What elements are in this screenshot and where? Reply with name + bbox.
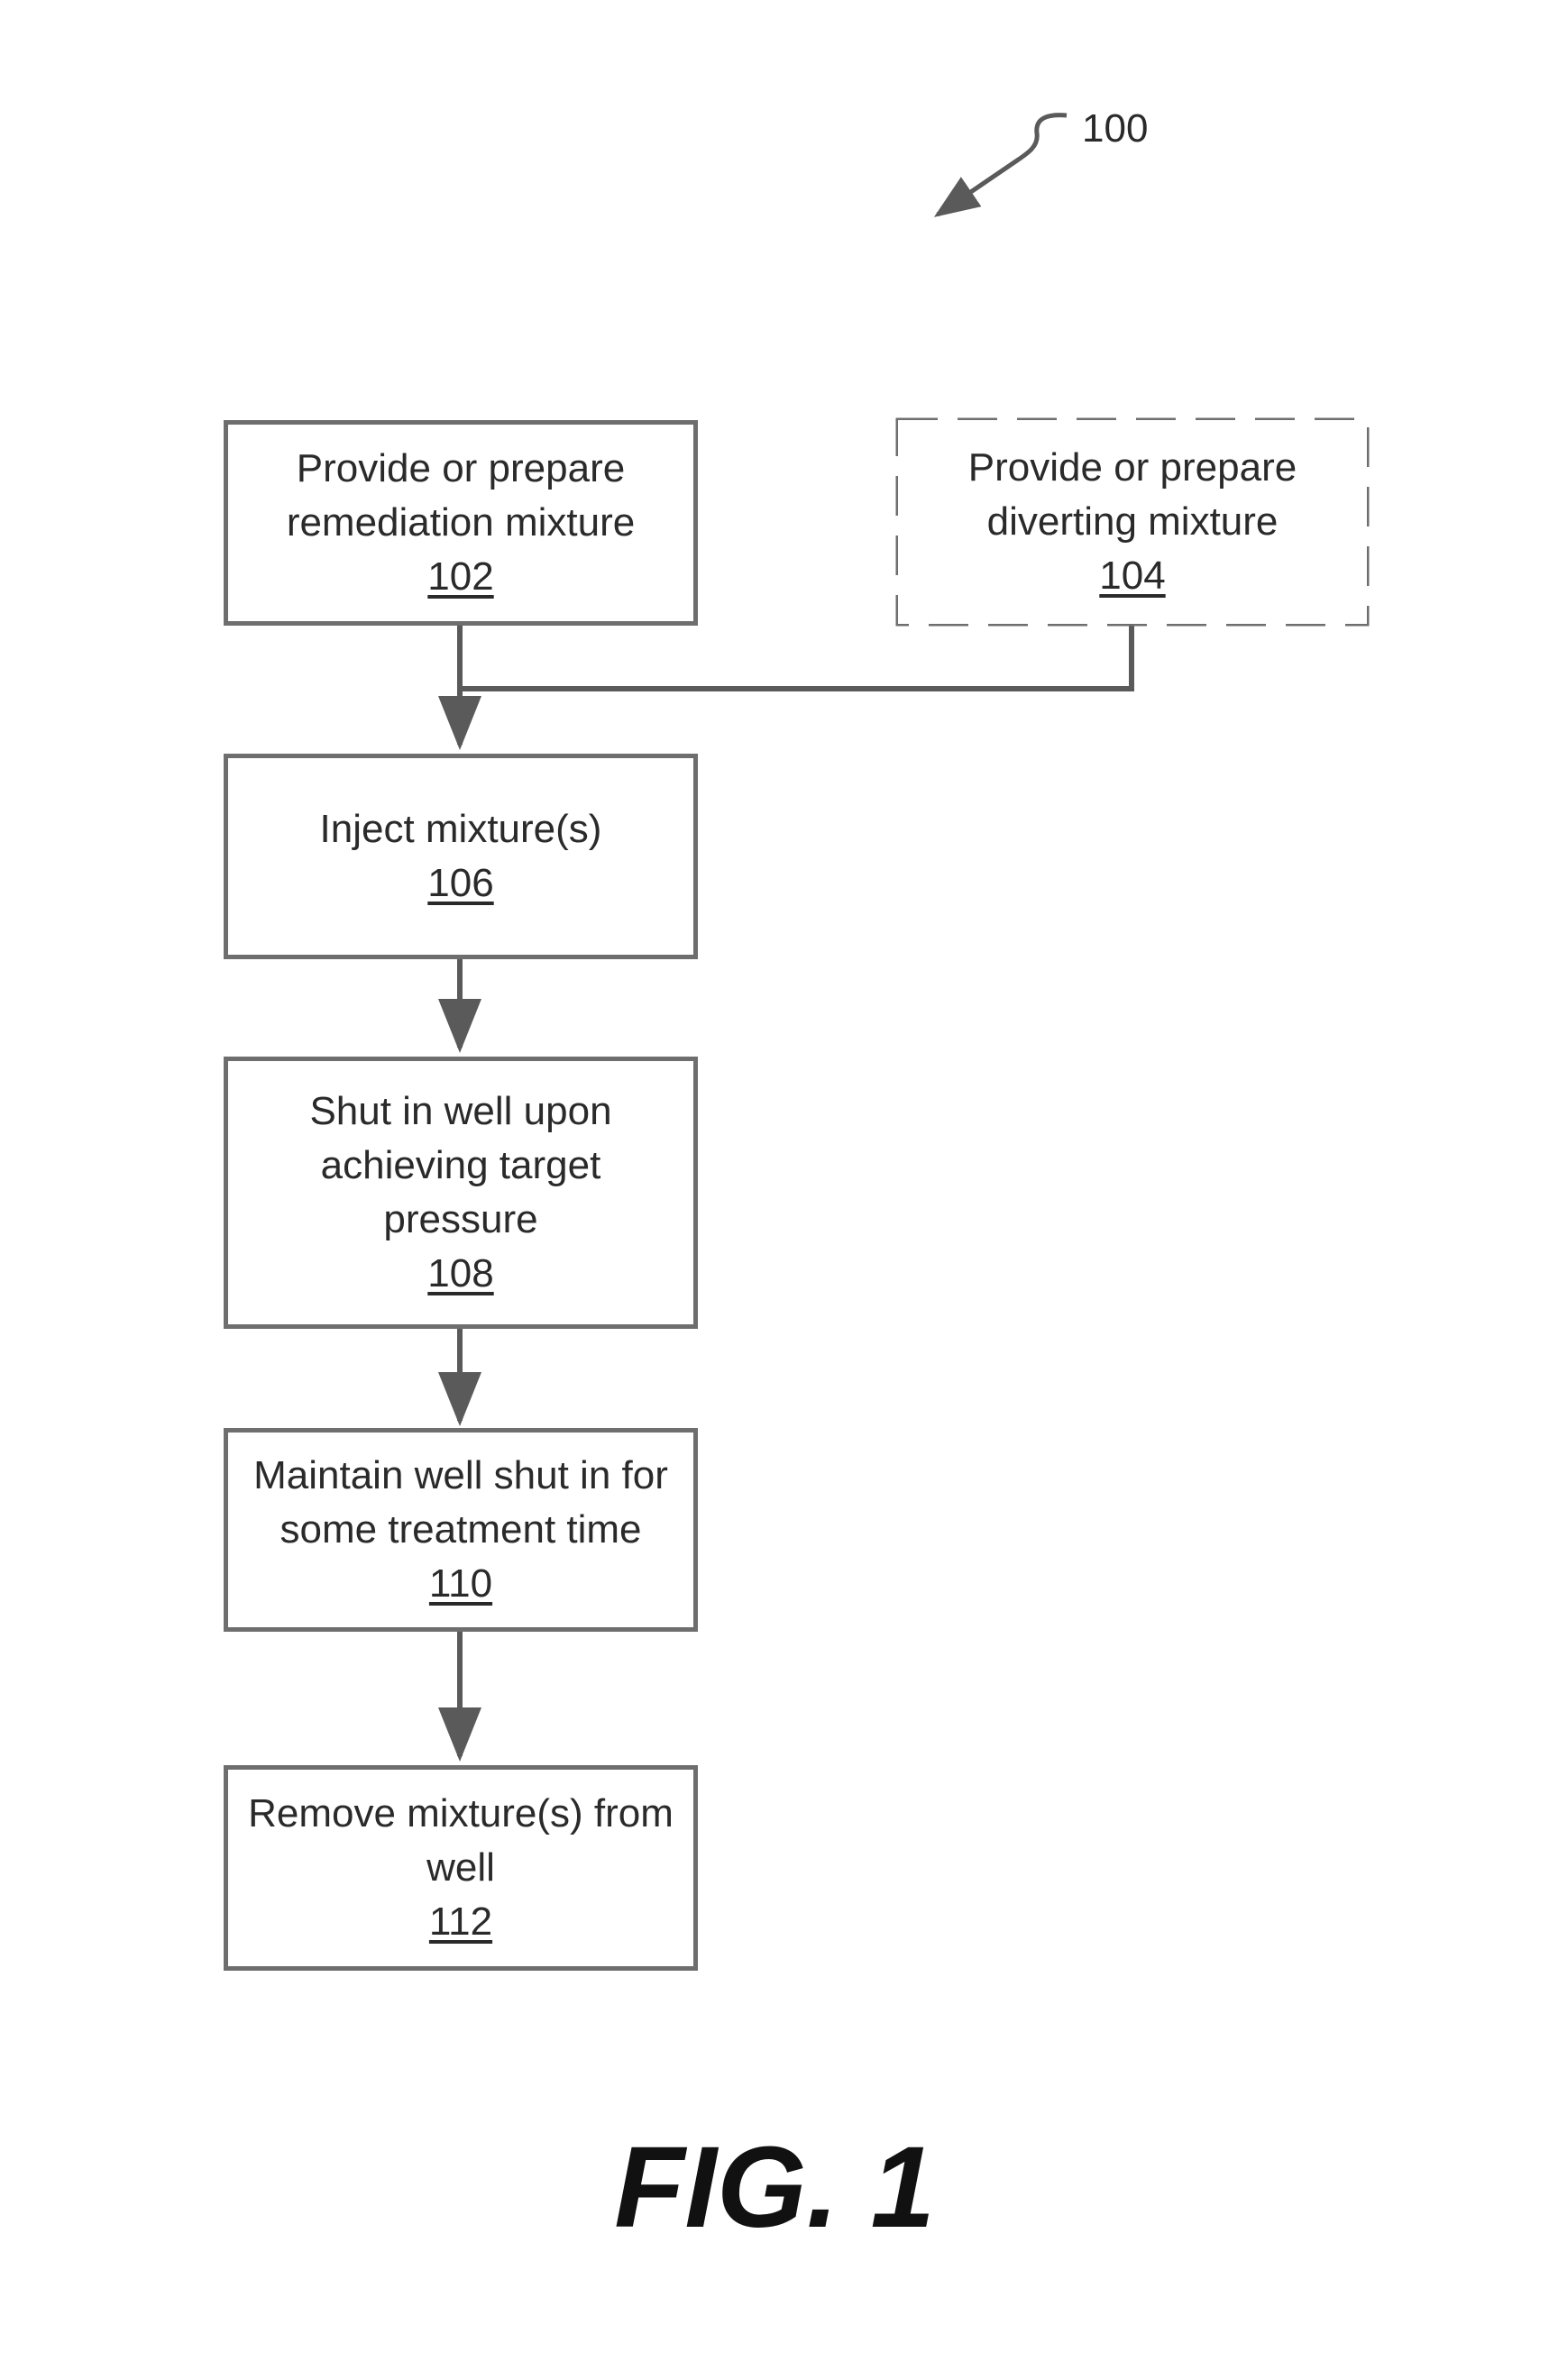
step-108-line-2: achieving target [321,1139,601,1193]
step-112-line-2: well [426,1841,495,1895]
step-box-102: Provide or prepare remediation mixture 1… [224,420,698,626]
step-106-number: 106 [427,856,493,911]
step-110-number: 110 [429,1557,492,1611]
step-box-110: Maintain well shut in for some treatment… [224,1428,698,1632]
step-110-line-1: Maintain well shut in for [253,1449,668,1503]
step-112-number: 112 [429,1895,492,1949]
step-108-line-3: pressure [383,1193,537,1247]
step-110-line-2: some treatment time [280,1503,641,1557]
step-box-106: Inject mixture(s) 106 [224,754,698,959]
step-box-104: Provide or prepare diverting mixture 104 [898,420,1367,624]
step-112-line-1: Remove mixture(s) from [248,1787,674,1841]
figure-label: FIG. 1 [0,2120,1549,2256]
step-box-108: Shut in well upon achieving target press… [224,1057,698,1329]
step-102-line-2: remediation mixture [287,496,635,550]
step-102-number: 102 [427,550,493,604]
step-102-line-1: Provide or prepare [297,442,625,496]
figure-reference-numeral: 100 [1082,106,1148,151]
step-106-line-1: Inject mixture(s) [320,802,602,856]
connector-104-106 [460,624,1132,689]
step-104-line-1: Provide or prepare [968,441,1297,495]
step-box-112: Remove mixture(s) from well 112 [224,1765,698,1971]
ref-leader-arrow [938,115,1067,215]
step-104-line-2: diverting mixture [987,495,1279,549]
step-108-number: 108 [427,1247,493,1301]
step-104-number: 104 [1099,549,1165,603]
step-108-line-1: Shut in well upon [309,1085,611,1139]
